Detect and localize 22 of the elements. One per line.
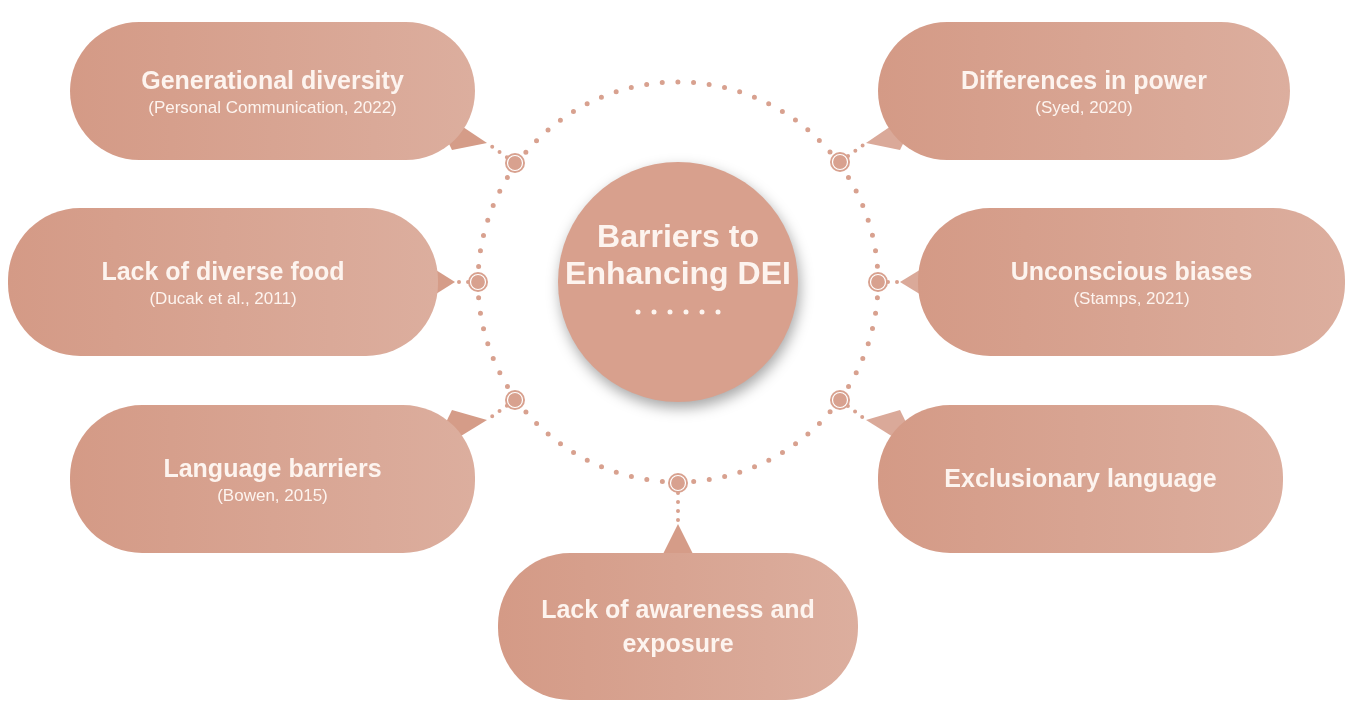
barrier-title: Generational diversity [141,64,404,96]
ring-marker [505,153,525,173]
barrier-title: Language barriers [163,452,382,484]
ring-marker [505,390,525,410]
barrier-title: Lack of diverse food [101,255,345,287]
barrier-title: Lack of awareness and exposure [540,593,816,659]
citation: (Bowen, 2015) [217,485,328,507]
citation: (Syed, 2020) [1035,97,1133,119]
barrier-title: Unconscious biases [1010,255,1253,287]
ring-marker [668,473,688,493]
dotted-connector [846,141,868,159]
dotted-connector [886,280,902,284]
barrier-title: Differences in power [961,64,1207,96]
citation: (Personal Communication, 2022) [148,97,397,119]
ring-marker [830,152,850,172]
citation: (Stamps, 2021) [1073,288,1190,310]
ring-marker [868,272,888,292]
ring-marker [830,390,850,410]
citation: (Ducak et al., 2011) [149,288,297,310]
barrier-title: Exclusionary language [944,463,1217,495]
ring-marker [468,272,488,292]
center-title: Barriers to Enhancing DEI [564,218,792,292]
